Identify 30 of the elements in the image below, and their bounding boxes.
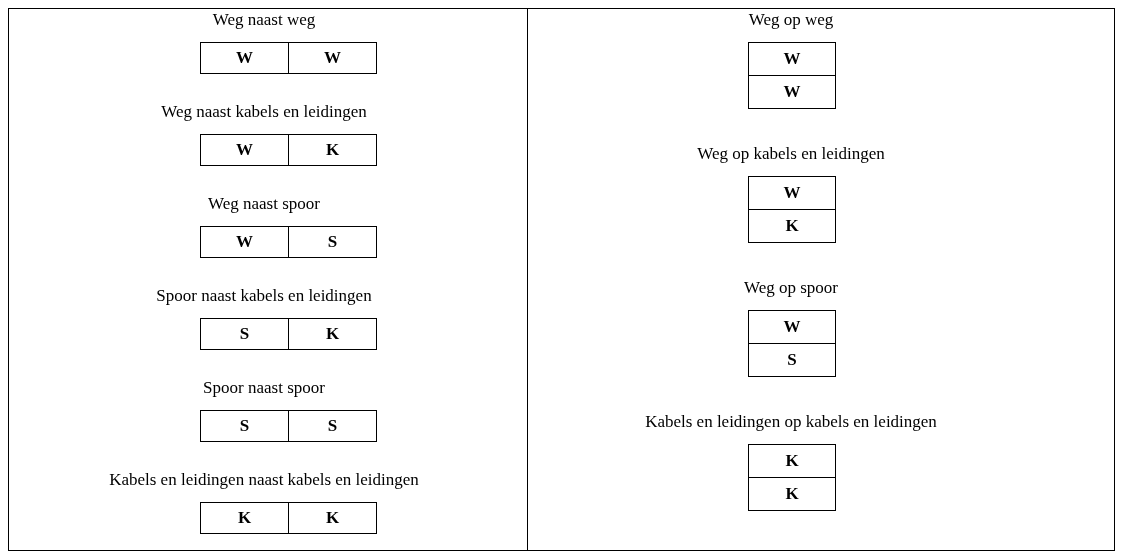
pair-heading: Spoor naast kabels en leidingen	[156, 286, 372, 306]
letter-cell: S	[288, 226, 377, 258]
letter-cell: W	[288, 42, 377, 74]
pair-heading: Kabels en leidingen naast kabels en leidingen	[109, 470, 419, 490]
pair-heading: Weg op spoor	[744, 278, 838, 298]
letter-cell: W	[748, 176, 836, 210]
letter-cell: K	[288, 318, 377, 350]
letter-cell: S	[200, 410, 289, 442]
letter-cell: S	[748, 343, 836, 377]
pair-heading: Weg naast weg	[212, 10, 316, 30]
pair-heading: Spoor naast spoor	[203, 378, 325, 398]
letter-cell: K	[748, 477, 836, 511]
letter-cell: K	[288, 502, 377, 534]
letter-cell: W	[748, 75, 836, 109]
pair-heading: Kabels en leidingen op kabels en leidingen	[645, 412, 937, 432]
pair-heading: Weg naast spoor	[208, 194, 320, 214]
letter-cell: W	[200, 134, 289, 166]
letter-cell: W	[200, 42, 289, 74]
letter-cell: S	[288, 410, 377, 442]
letter-cell: W	[200, 226, 289, 258]
letter-cell: W	[748, 310, 836, 344]
letter-cell: K	[288, 134, 377, 166]
pair-heading: Weg op kabels en leidingen	[697, 144, 885, 164]
letter-cell: K	[748, 444, 836, 478]
letter-cell: W	[748, 42, 836, 76]
letter-cell: S	[200, 318, 289, 350]
letter-cell: K	[200, 502, 289, 534]
pair-heading: Weg op weg	[748, 10, 834, 30]
letter-cell: K	[748, 209, 836, 243]
pair-heading: Weg naast kabels en leidingen	[161, 102, 367, 122]
